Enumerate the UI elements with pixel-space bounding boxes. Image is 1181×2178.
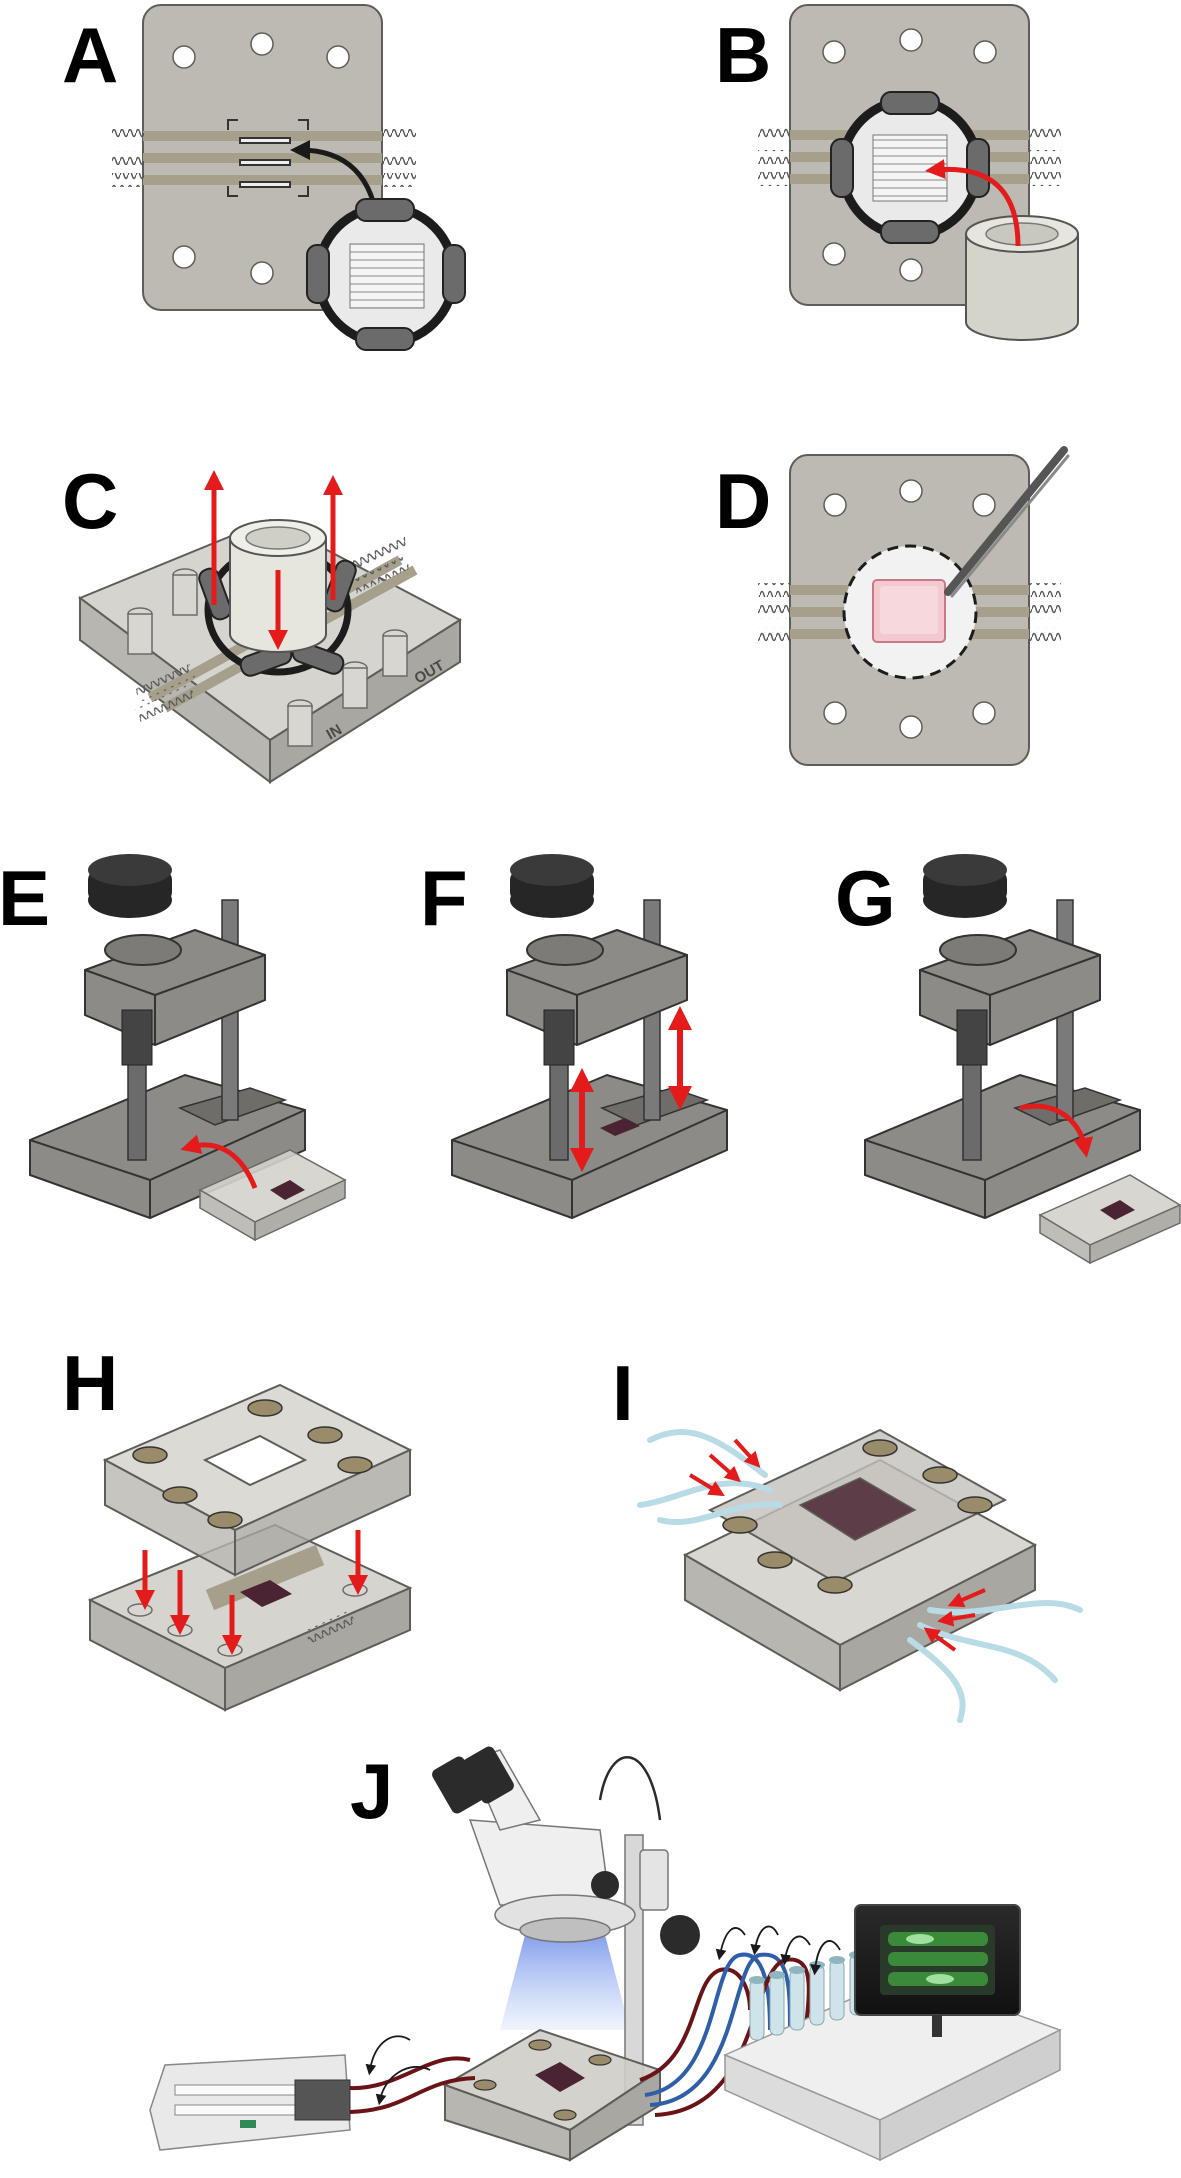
knob-icon xyxy=(510,854,594,918)
spring-icon xyxy=(758,128,1061,186)
spring-icon xyxy=(134,535,411,723)
channels xyxy=(143,131,382,185)
press-icon xyxy=(451,899,728,1220)
panel-g: G xyxy=(835,854,1181,1265)
panel-letter-c: C xyxy=(62,457,118,545)
spring-icon xyxy=(758,583,1061,641)
connection-arrows xyxy=(365,1925,841,2106)
panel-letter-i: I xyxy=(612,1349,634,1437)
target-bracket xyxy=(227,119,309,197)
panel-letter-e: E xyxy=(0,854,50,942)
panel-a: A xyxy=(62,4,466,351)
panel-b: B xyxy=(715,4,1079,341)
tubing xyxy=(349,1952,811,2117)
syringe-pump-icon xyxy=(149,2054,351,2151)
top-holder xyxy=(102,1383,413,1577)
panel-f: F xyxy=(420,854,728,1220)
panel-d: D xyxy=(715,446,1070,766)
panel-letter-d: D xyxy=(715,457,771,545)
panel-letter-a: A xyxy=(62,11,118,99)
press-icon xyxy=(864,899,1141,1220)
placement-arrow xyxy=(925,159,1021,247)
assembled-holder xyxy=(682,1428,1038,1692)
panel-letter-h: H xyxy=(62,1339,118,1427)
panel-letter-j: J xyxy=(350,1747,393,1835)
panel-h: H xyxy=(62,1339,413,1712)
microscope-icon xyxy=(432,1746,700,2126)
mounting-holes xyxy=(822,28,997,282)
bottom-holder xyxy=(87,1523,413,1712)
press-icon xyxy=(29,899,306,1220)
panel-letter-b: B xyxy=(715,11,771,99)
chip-holder-3d xyxy=(1038,1174,1181,1265)
monitor-icon xyxy=(854,1904,1021,2037)
ring-icon xyxy=(830,91,990,244)
connection-arrows xyxy=(688,1438,986,1652)
insert-arrow xyxy=(180,1134,258,1189)
panel-c: C OUT IN xyxy=(62,457,462,784)
panel-i: I xyxy=(612,1349,1083,1723)
knob-icon xyxy=(923,854,1007,918)
spring-icon xyxy=(112,129,416,187)
panel-letter-f: F xyxy=(420,854,468,942)
assembled-holder xyxy=(442,2028,663,2162)
tweezers-icon xyxy=(944,446,1070,598)
light-beam xyxy=(500,1935,630,2030)
chip-holder-3d xyxy=(198,1149,347,1242)
ring-icon xyxy=(306,198,466,351)
assembly-arrows xyxy=(135,1530,368,1655)
panel-j: J xyxy=(149,1746,1062,2162)
port-in-label: IN xyxy=(324,721,345,743)
cylinder-icon xyxy=(965,215,1079,341)
panel-e: E xyxy=(0,854,347,1242)
tubing xyxy=(637,1429,1083,1723)
mounting-holes xyxy=(823,479,996,739)
panel-letter-g: G xyxy=(835,854,896,942)
mounting-holes xyxy=(172,32,350,285)
remove-arrow xyxy=(1019,1103,1094,1158)
knob-icon xyxy=(88,854,172,918)
